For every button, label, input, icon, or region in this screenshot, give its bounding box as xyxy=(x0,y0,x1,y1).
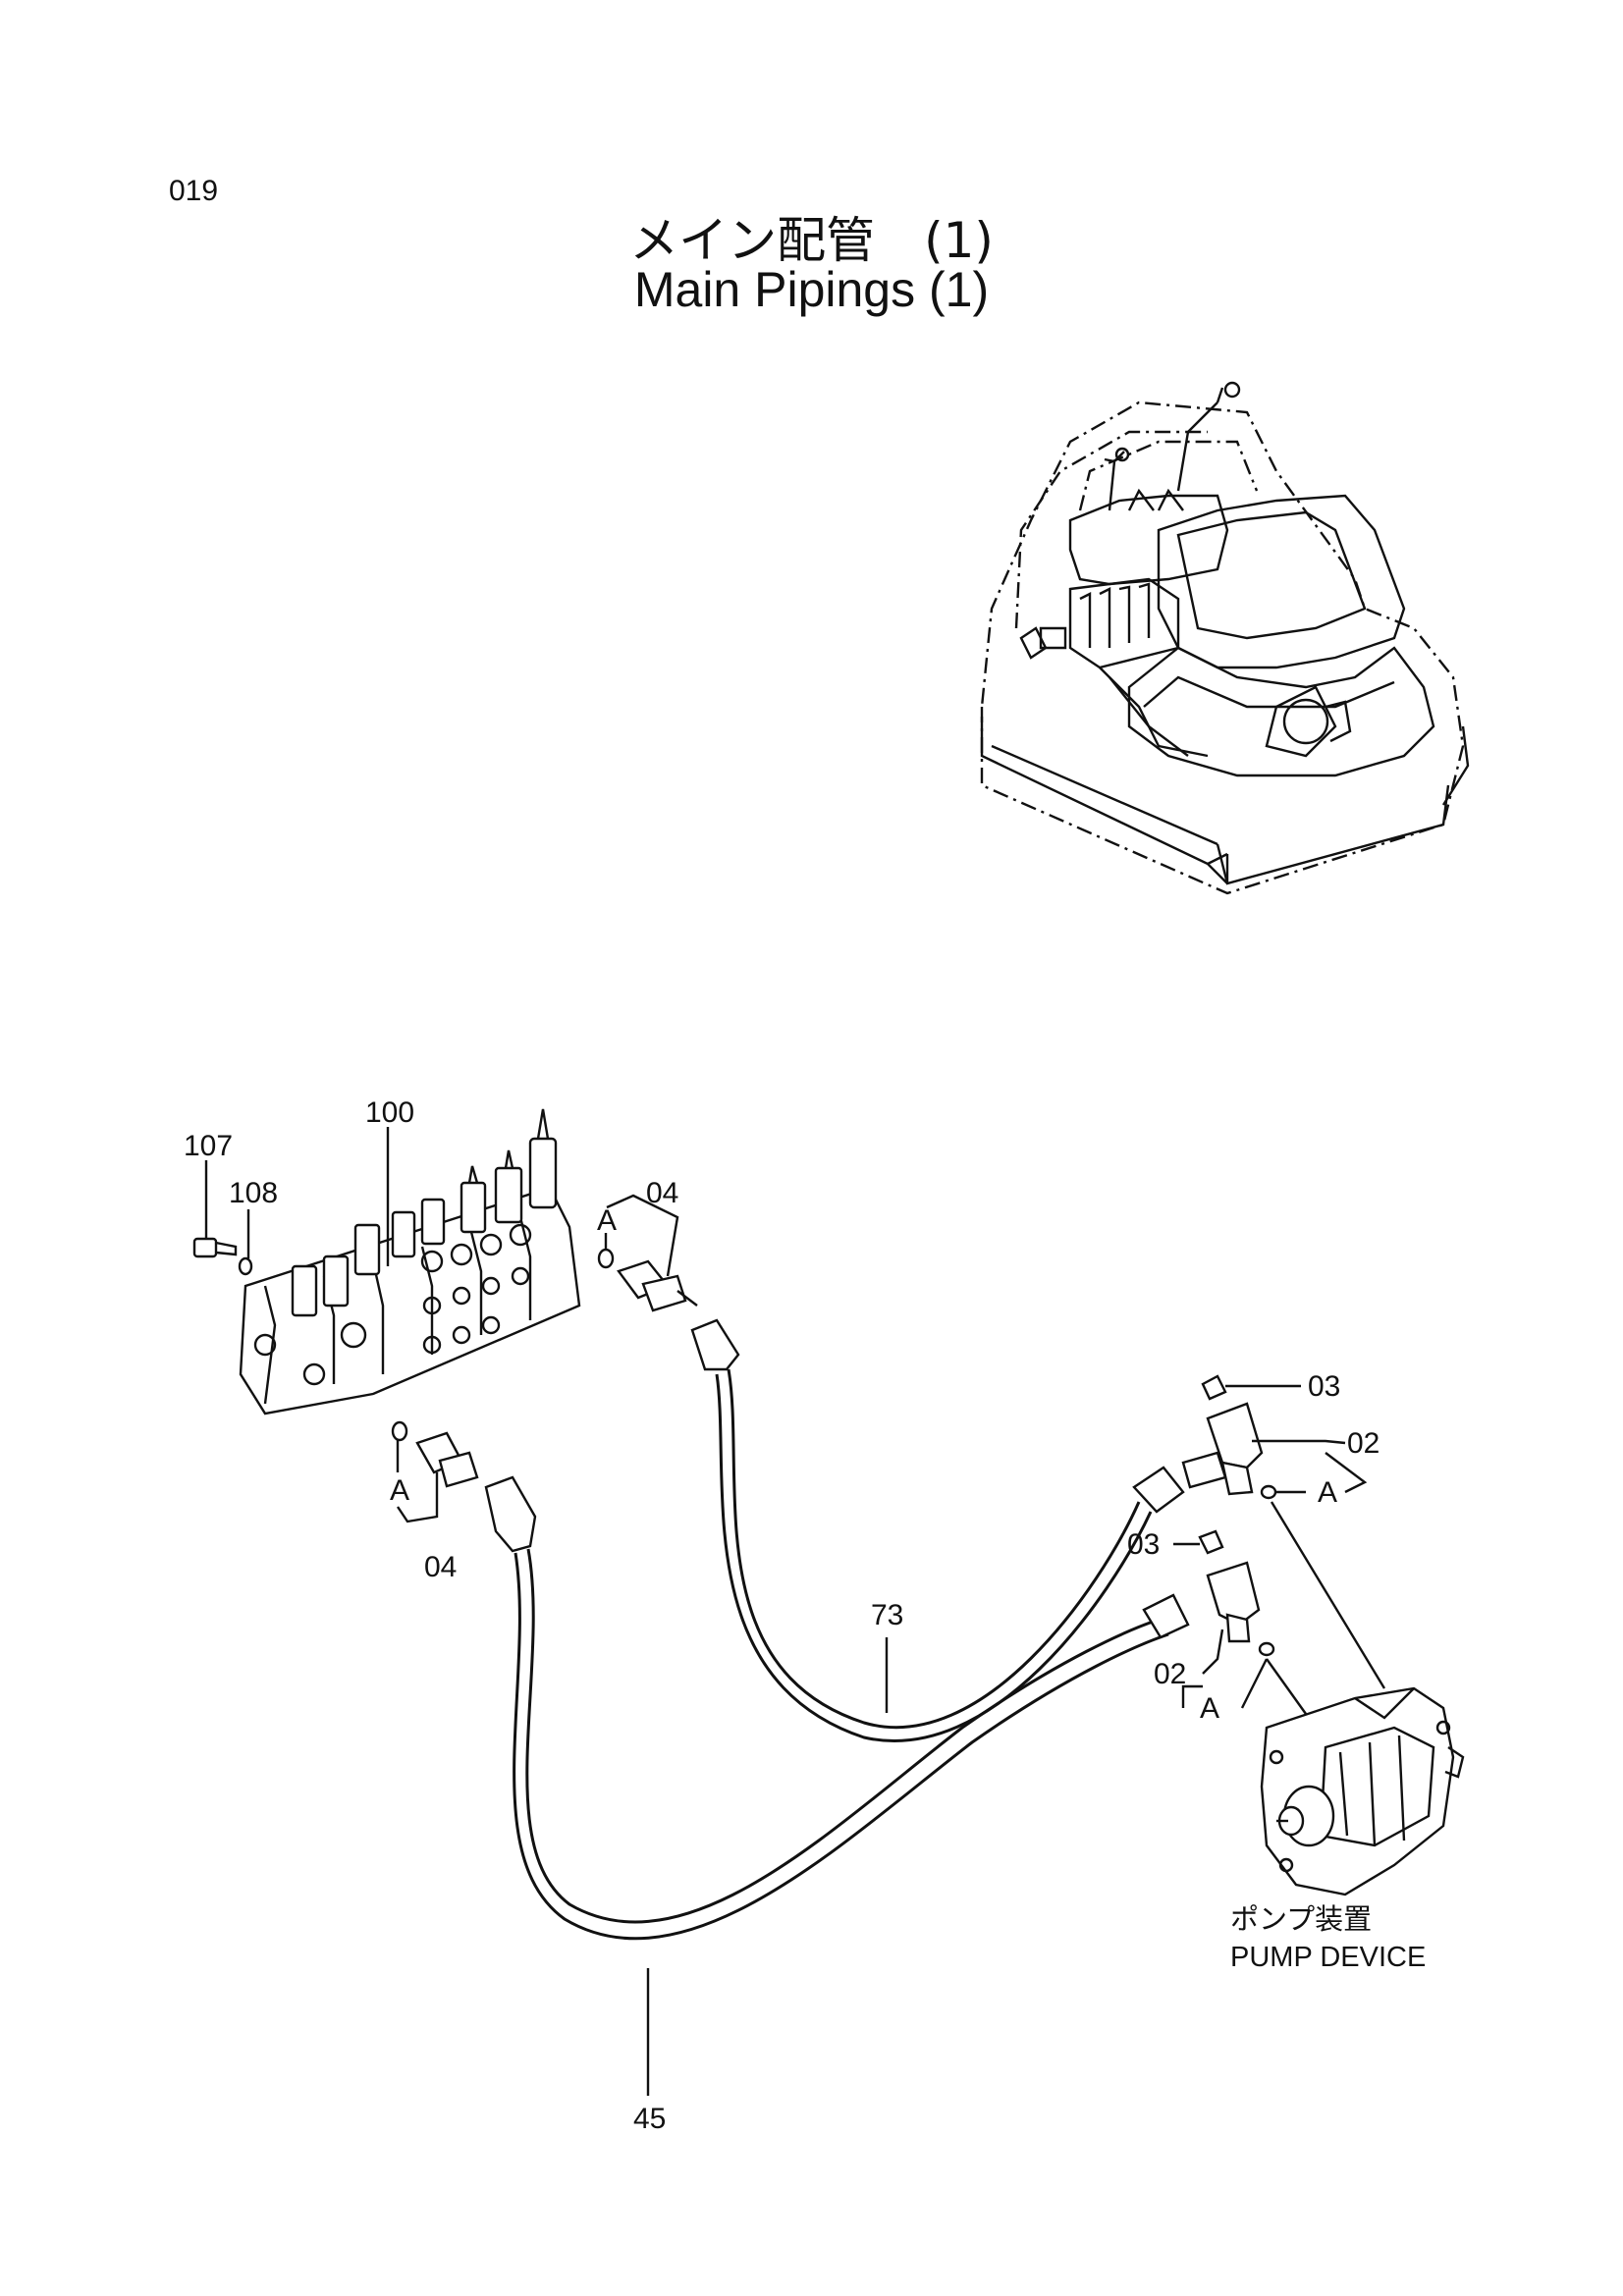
leader-02-upper xyxy=(1252,1439,1346,1445)
adapter-04-upper xyxy=(597,1248,698,1312)
callout-100: 100 xyxy=(365,1096,414,1129)
washer-108 xyxy=(238,1256,253,1276)
callout-a-upper: A xyxy=(597,1204,617,1237)
leader-04-upper xyxy=(606,1194,679,1277)
callout-03-upper: 03 xyxy=(1308,1370,1340,1403)
leader-a-right-lower xyxy=(1181,1658,1269,1709)
adapter-04-lower xyxy=(391,1420,479,1488)
hose-45 xyxy=(484,1475,1190,1941)
connector-line-upper xyxy=(1270,1501,1386,1689)
leader-a-right-upper xyxy=(1276,1452,1368,1494)
callout-04-lower: 04 xyxy=(424,1551,457,1583)
callout-45: 45 xyxy=(633,2103,666,2135)
leader-04-lower xyxy=(397,1472,439,1523)
pump-label-jp: ポンプ装置 xyxy=(1230,1903,1372,1936)
pump-device xyxy=(1260,1686,1465,1896)
callout-02-lower: 02 xyxy=(1154,1658,1186,1690)
leader-02-lower xyxy=(1202,1629,1224,1675)
page-title-jp: メイン配管 (1) xyxy=(629,212,994,269)
callout-73: 73 xyxy=(871,1599,903,1631)
callout-a-lower: A xyxy=(390,1474,409,1507)
callout-108: 108 xyxy=(229,1177,278,1209)
callout-03-lower: 03 xyxy=(1127,1528,1160,1561)
callout-a-right-lower: A xyxy=(1200,1692,1219,1725)
page-number: 019 xyxy=(169,175,219,207)
control-valve-assembly xyxy=(239,1108,581,1415)
fitting-02-upper xyxy=(1181,1374,1277,1500)
callout-02-upper: 02 xyxy=(1347,1427,1380,1460)
callout-04-upper: 04 xyxy=(646,1177,678,1209)
machine-overview-illustration xyxy=(980,381,1470,895)
callout-107: 107 xyxy=(184,1130,233,1162)
hose-73 xyxy=(690,1318,1185,1742)
pump-label-en: PUMP DEVICE xyxy=(1230,1942,1426,1973)
bolt-107 xyxy=(192,1237,238,1258)
callout-a-right-upper: A xyxy=(1318,1476,1337,1509)
page-title-en: Main Pipings (1) xyxy=(633,262,990,317)
fitting-02-lower xyxy=(1198,1529,1275,1657)
